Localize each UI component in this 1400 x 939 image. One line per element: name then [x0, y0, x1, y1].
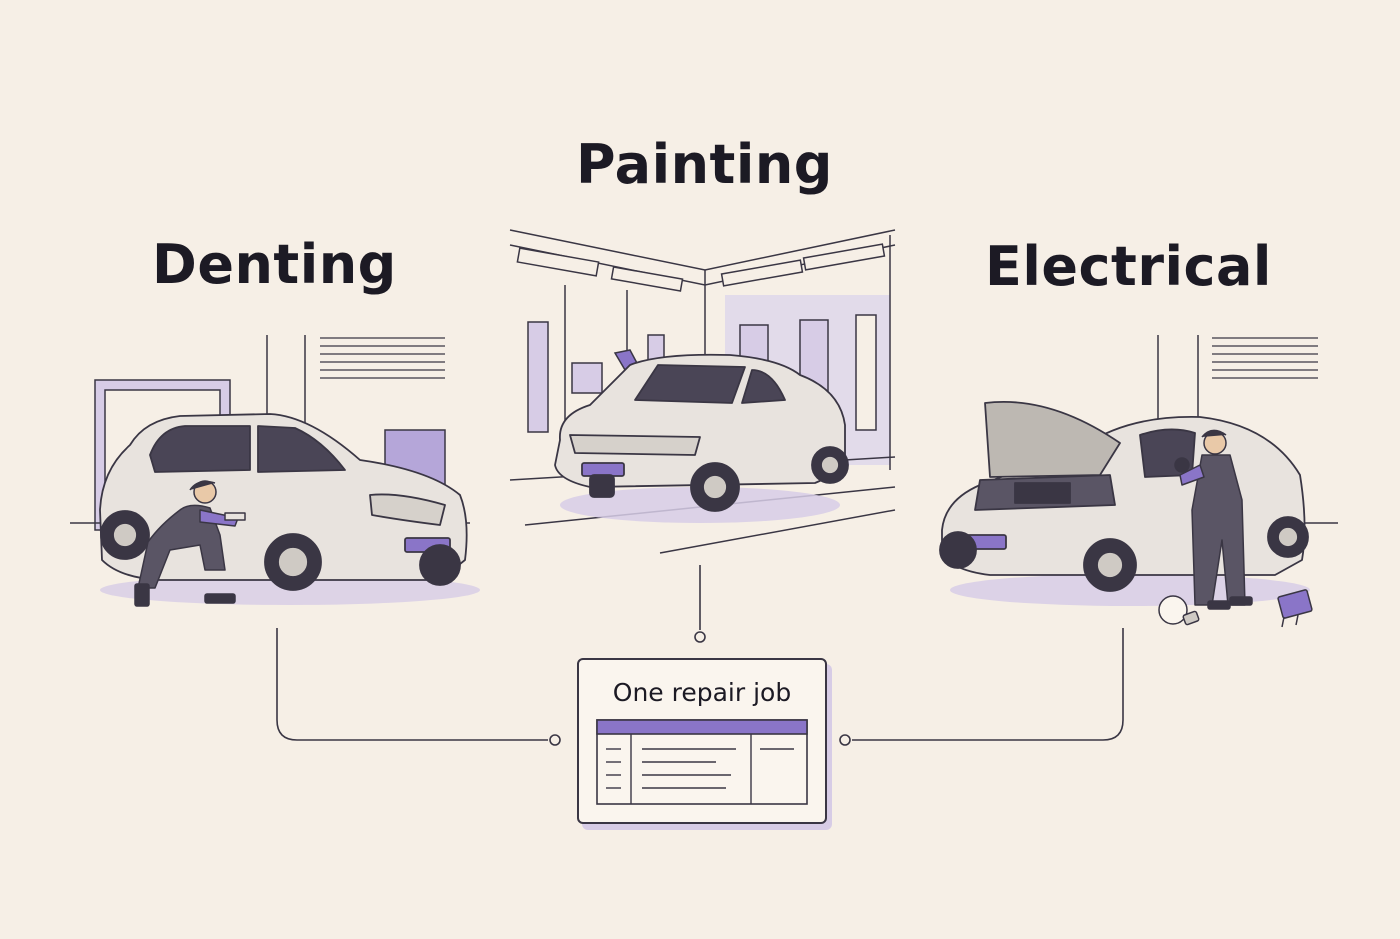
connector-denting — [276, 628, 548, 741]
denting-scene — [70, 335, 480, 607]
painting-title: Painting — [576, 133, 833, 196]
car-illustration — [939, 400, 1309, 592]
connector-dot-top — [694, 631, 706, 643]
job-table-icon — [596, 719, 808, 805]
repair-job-card: One repair job — [577, 658, 827, 824]
fuse-icon — [1277, 589, 1313, 628]
car-illustration — [554, 353, 849, 512]
light-bulb-icon — [1158, 595, 1200, 626]
electrical-title: Electrical — [985, 235, 1272, 298]
connector-electrical — [852, 628, 1124, 741]
connector-dot-right — [839, 734, 851, 746]
connector-dot-left — [549, 734, 561, 746]
denting-title: Denting — [152, 233, 397, 296]
mechanic-figure — [134, 480, 246, 607]
electrical-scene — [939, 335, 1338, 628]
job-card-title: One repair job — [612, 678, 792, 707]
mechanic-figure — [1174, 429, 1253, 610]
painting-scene — [509, 229, 896, 554]
